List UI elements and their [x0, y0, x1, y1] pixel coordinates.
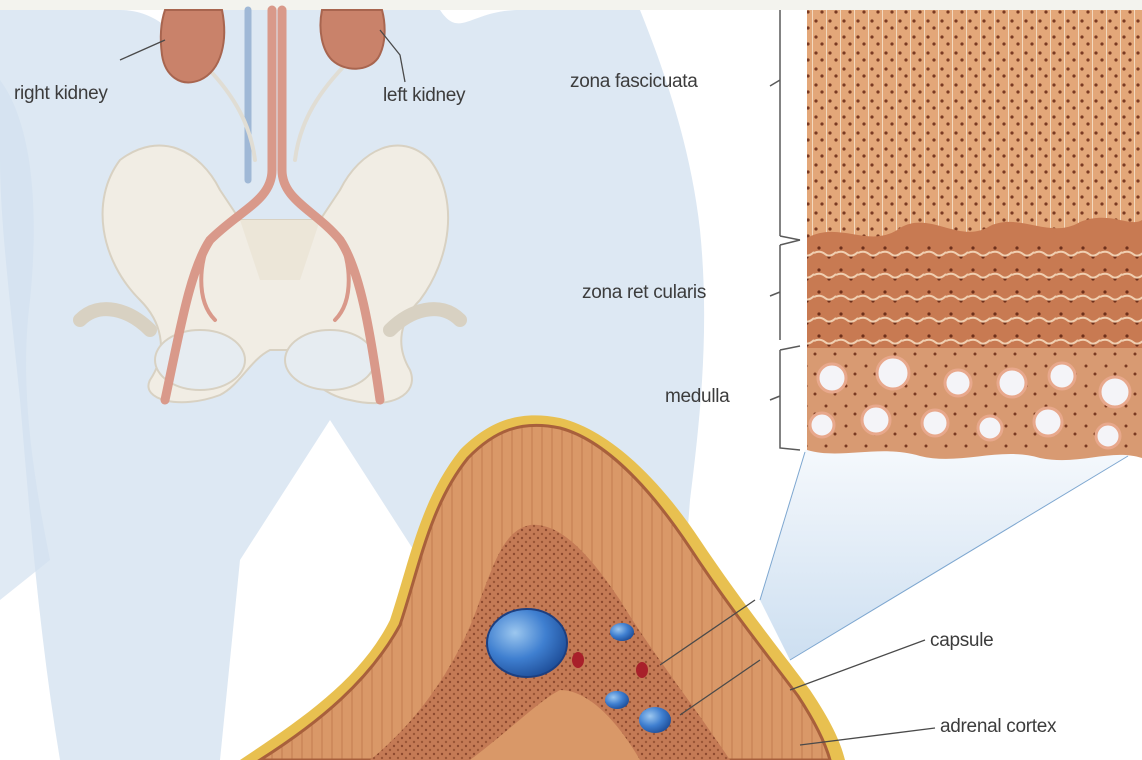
left-kidney-label: left kidney	[383, 85, 465, 107]
zona-reticularis-label: zona ret cularis	[582, 282, 706, 304]
zone-brackets	[770, 10, 800, 450]
capsule-label: capsule	[930, 630, 993, 652]
medulla-label: medulla	[665, 386, 729, 408]
magnification-beam	[760, 450, 1130, 660]
zona-fasciculata-label: zona fascicuata	[570, 71, 698, 93]
top-strip	[0, 0, 1142, 10]
adrenal-gland-section	[240, 415, 845, 760]
tissue-micrograph	[807, 10, 1142, 460]
right-kidney-label: right kidney	[14, 83, 108, 105]
adrenal-cortex-label: adrenal cortex	[940, 716, 1056, 738]
